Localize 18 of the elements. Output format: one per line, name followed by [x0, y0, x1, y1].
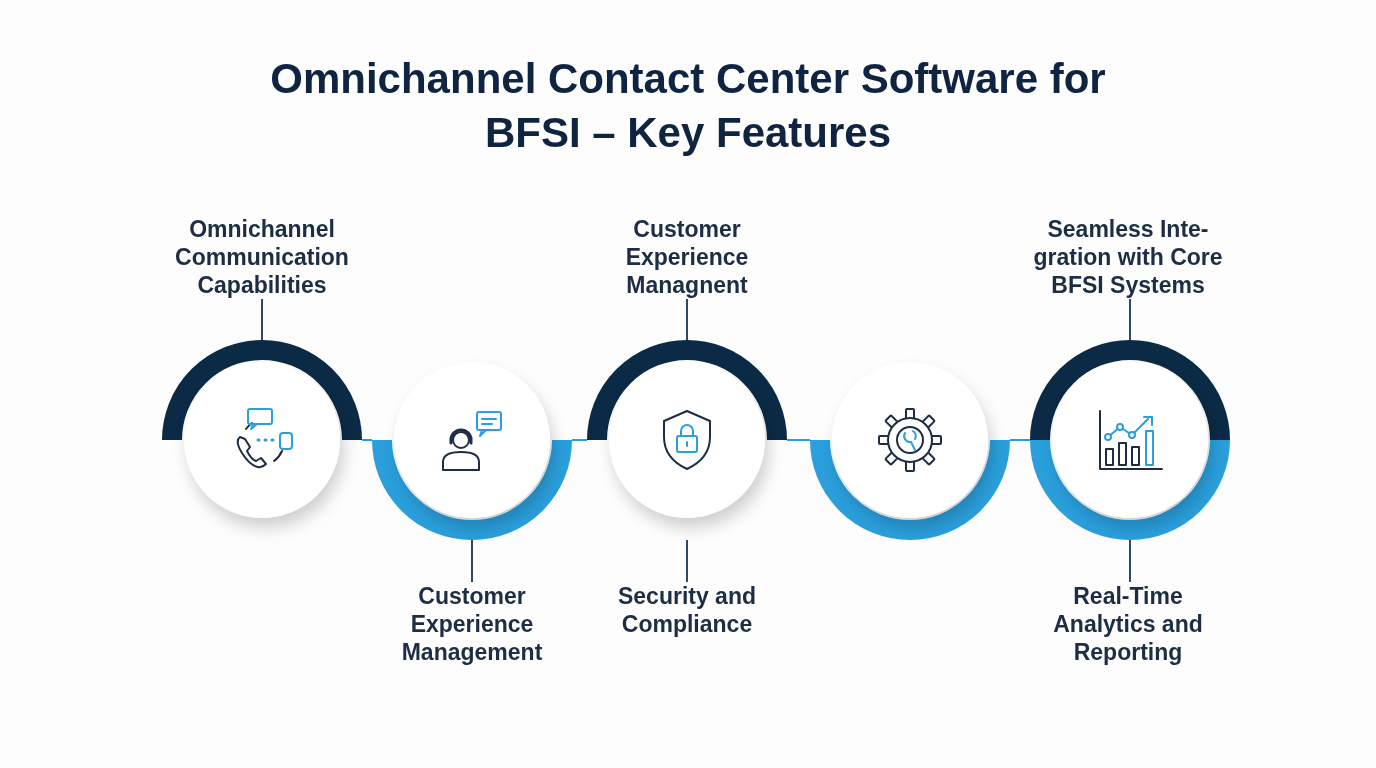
leader-line [471, 539, 473, 583]
connector-line [1009, 439, 1031, 441]
feature-label: Customer Experience Managnent [584, 215, 790, 299]
feature-label: Customer Experience Management [369, 582, 575, 666]
diagram-title: Omnichannel Contact Center Software for BFSI – Key Features [269, 54, 1107, 158]
connector-line [571, 439, 588, 441]
feature-label: Real-Time Analytics and Reporting [1025, 582, 1231, 666]
leader-line [261, 298, 263, 341]
connector-line [361, 439, 373, 441]
ring-circle [1030, 340, 1230, 540]
feature-label: Seamless Inte- gration with Core BFSI Systems [1025, 215, 1231, 299]
leader-line [1129, 298, 1131, 341]
feature-label: Security and Compliance [584, 582, 790, 638]
leader-line [1129, 539, 1131, 583]
leader-line [686, 539, 688, 583]
connector-line [786, 439, 811, 441]
feature-label: Omnichannel Communication Capabilities [159, 215, 365, 299]
leader-line [686, 298, 688, 341]
